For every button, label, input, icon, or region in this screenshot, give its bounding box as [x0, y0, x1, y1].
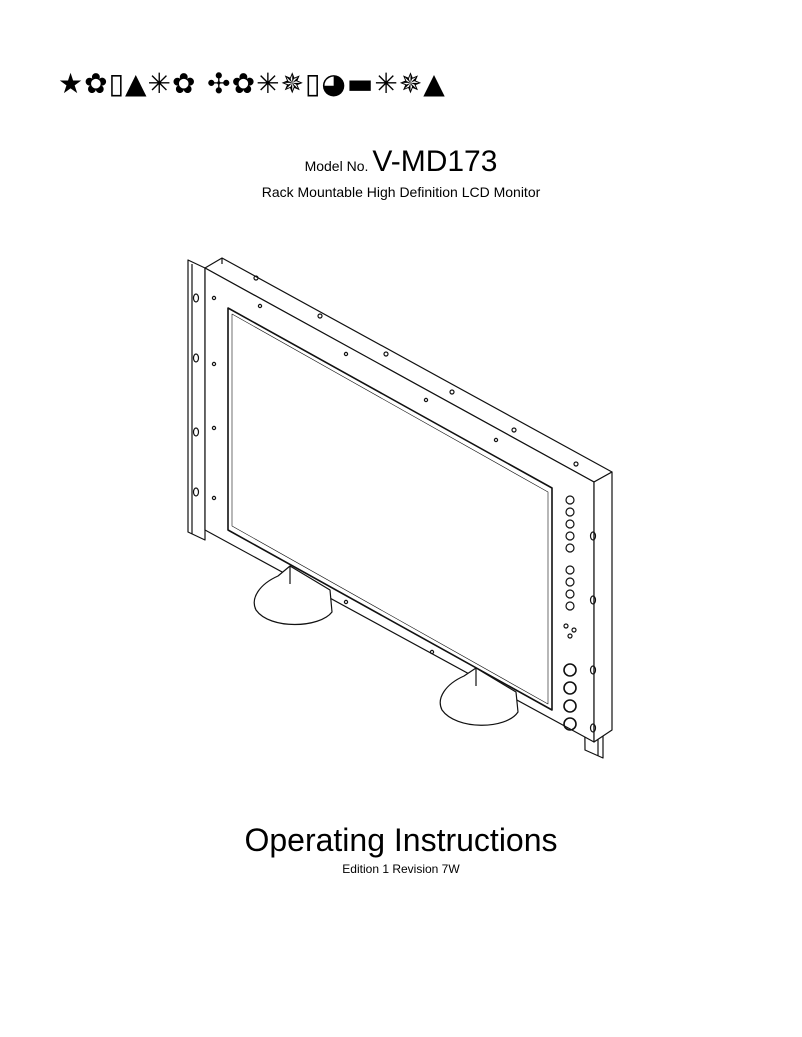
- model-line: Model No.V-MD173: [0, 140, 802, 189]
- left-stand: [253, 565, 333, 626]
- control-buttons: [563, 495, 577, 639]
- monitor-line-drawing-icon: [187, 257, 613, 759]
- document-title: Operating Instructions: [244, 822, 558, 858]
- edition-line: Edition 1 Revision 7W: [342, 862, 460, 876]
- right-stand: [439, 667, 519, 726]
- bezel-screws: [211, 275, 579, 655]
- control-knobs: [563, 663, 577, 731]
- screen: [227, 307, 553, 711]
- product-subtitle: Rack Mountable High Definition LCD Monit…: [261, 184, 541, 200]
- rack-holes: [192, 293, 597, 733]
- model-number: V-MD173: [372, 145, 498, 178]
- brand-logo: ★✿▯▲✳✿ ✣✿✳✵▯◕▬✳✵▲: [58, 67, 446, 100]
- model-prefix: Model No.: [304, 158, 369, 174]
